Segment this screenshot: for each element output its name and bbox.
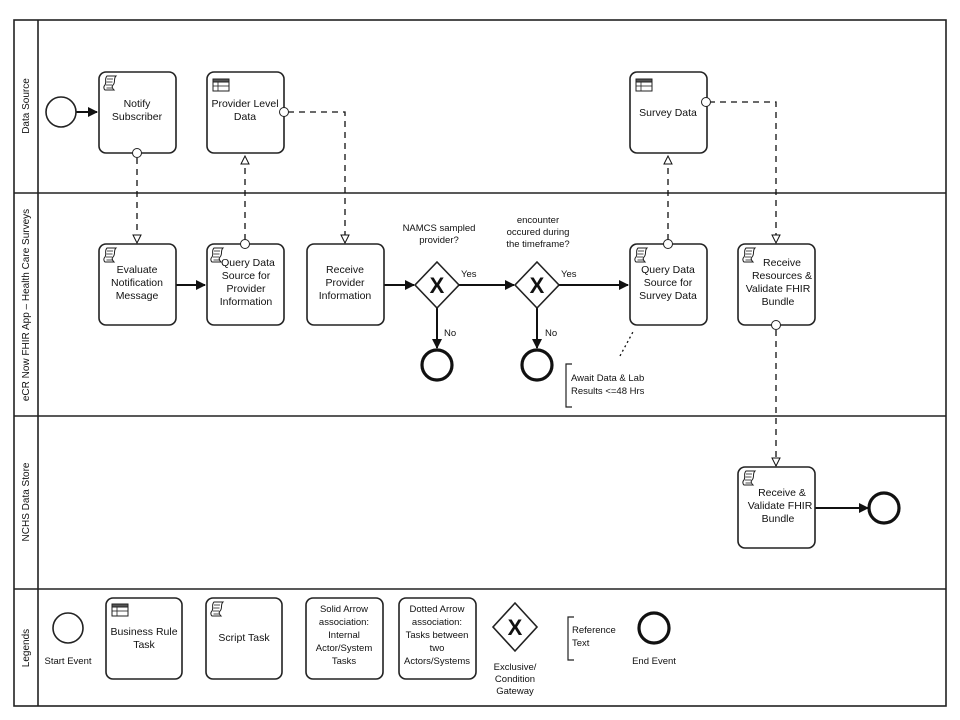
gateway-namcs: X <box>413 260 461 310</box>
legend-script-task: Script Task <box>205 597 283 680</box>
lane-label-data-source: Data Source <box>21 78 32 134</box>
pool-frame <box>13 19 947 707</box>
annotation-link <box>619 329 635 357</box>
business-rule-table-icon <box>635 78 653 92</box>
assoc-survey-data-to-receive <box>709 101 776 243</box>
assoc-provider-data-to-receive <box>288 111 345 243</box>
legend-end-event: End Event <box>632 611 676 667</box>
legend-start-event: Start Event <box>45 612 92 667</box>
gateway-encounter: X <box>513 260 561 310</box>
svg-text:X: X <box>530 273 545 298</box>
business-rule-table-icon <box>111 603 129 617</box>
end-event-complete <box>867 491 901 525</box>
gateway-encounter-yes-label: Yes <box>561 269 577 280</box>
association-origin-marker <box>240 239 250 249</box>
svg-text:Start Event: Start Event <box>45 656 92 667</box>
svg-text:Survey Data: Survey Data <box>639 107 697 119</box>
business-rule-table-icon <box>212 78 230 92</box>
connectors <box>76 101 869 513</box>
gateway-namcs-no-label: No <box>444 328 456 339</box>
end-event-no-encounter <box>520 348 554 382</box>
start-event <box>45 96 77 128</box>
gateway-namcs-yes-label: Yes <box>461 269 477 280</box>
association-origin-marker <box>771 320 781 330</box>
association-origin-marker <box>132 148 142 158</box>
svg-text:End Event: End Event <box>632 656 676 667</box>
lane-label-legends: Legends <box>21 629 32 667</box>
gateway-encounter-no-label: No <box>545 328 557 339</box>
lane-label-data-store: NCHS Data Store <box>21 462 32 541</box>
association-origin-marker <box>279 107 289 117</box>
task-survey-data: Survey Data <box>629 71 708 154</box>
svg-text:Script Task: Script Task <box>218 632 270 644</box>
svg-text:X: X <box>430 273 445 298</box>
association-origin-marker <box>663 239 673 249</box>
lane-label-app: eCR Now FHIR App – Health Care Surveys <box>21 209 32 401</box>
association-origin-marker <box>701 97 711 107</box>
end-event-not-sampled <box>420 348 454 382</box>
svg-text:X: X <box>508 615 523 640</box>
